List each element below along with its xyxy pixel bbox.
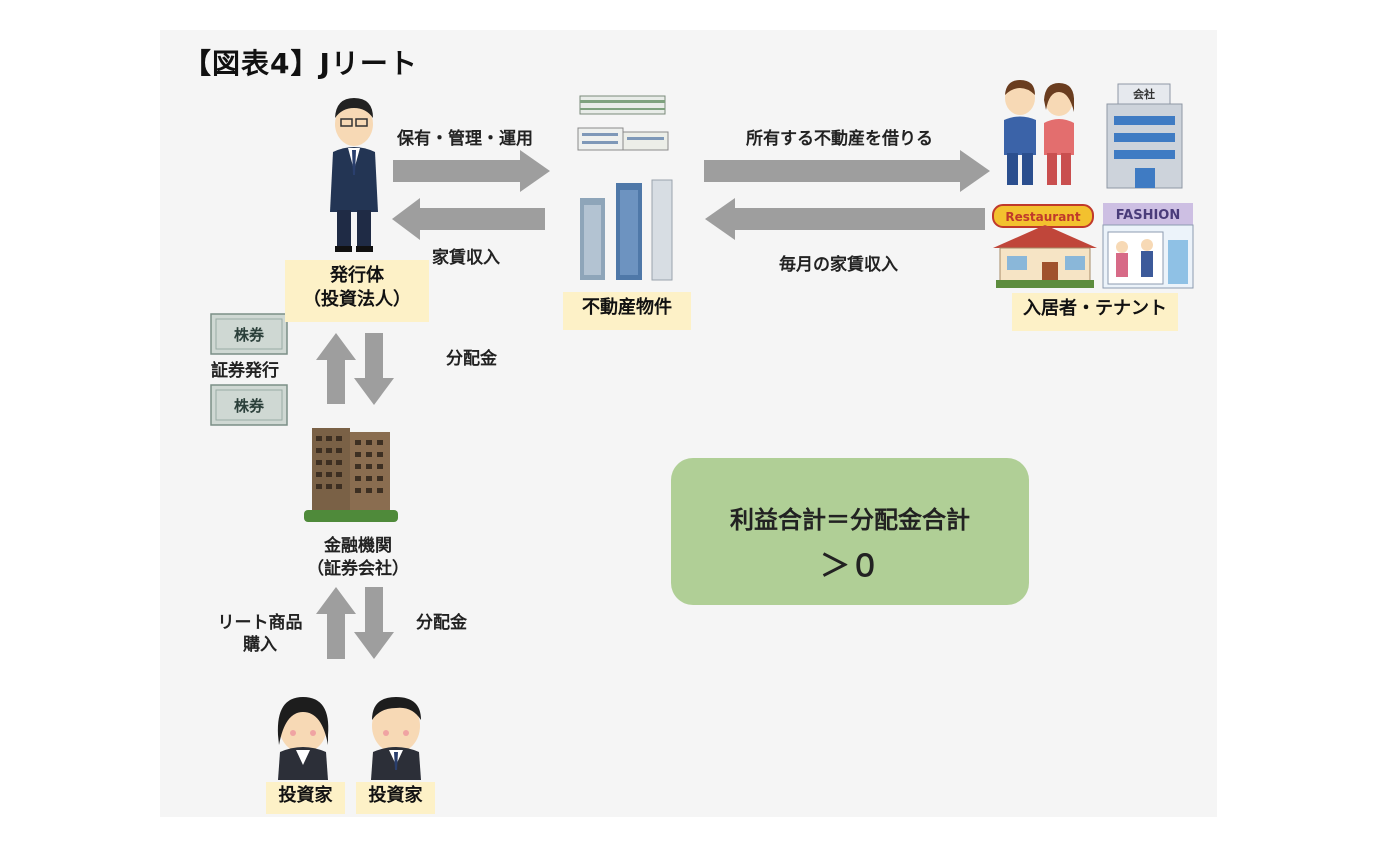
- summary-line1: 利益合計＝分配金合計: [730, 506, 970, 534]
- investor-man-icon: [371, 697, 421, 780]
- tenant-box: 入居者・テナント: [1012, 293, 1178, 331]
- arrow-up-buy: [316, 587, 356, 659]
- fashion-shop-icon: FASHION: [1102, 203, 1194, 289]
- stock-certificate-text-1: 株券: [234, 326, 265, 344]
- label-dividend-bottom: 分配金: [416, 613, 467, 633]
- label-issue: 証券発行: [211, 361, 279, 381]
- company-sign: 会社: [1133, 87, 1155, 101]
- label-dividend-top: 分配金: [446, 349, 497, 369]
- label-manage: 保有・管理・運用: [397, 129, 533, 149]
- arrow-monthly-rent: [705, 198, 985, 240]
- arrow-rent-income: [392, 198, 545, 240]
- investor-woman-icon: [277, 697, 329, 780]
- arrow-down-dividend: [354, 333, 394, 405]
- label-monthly-rent: 毎月の家賃収入: [779, 255, 898, 275]
- investor-box-1: 投資家: [266, 782, 345, 814]
- arrow-manage: [393, 150, 550, 192]
- investor-box-2: 投資家: [356, 782, 435, 814]
- fashion-sign: FASHION: [1116, 208, 1180, 223]
- property-box: 不動産物件: [563, 292, 691, 330]
- arrow-up-issue: [316, 333, 356, 404]
- stock-certificate-text-2: 株券: [234, 397, 265, 415]
- label-rent-income: 家賃収入: [432, 248, 500, 268]
- arrow-down-dividend2: [354, 587, 394, 659]
- label-borrow: 所有する不動産を借りる: [746, 129, 933, 149]
- page-title: 【図表4】Jリート: [183, 47, 418, 80]
- company-building-icon: 会社: [1106, 83, 1183, 189]
- summary-line2: ＞０: [820, 549, 880, 584]
- issuer-box: 発行体 （投資法人）: [285, 260, 429, 322]
- stock-certificate-icon-2: 株券: [210, 384, 288, 426]
- bank-building-icon: [304, 428, 398, 522]
- restaurant-sign: Restaurant: [1005, 210, 1080, 224]
- stock-certificate-icon-1: 株券: [210, 313, 288, 355]
- tenant-people-icon: [1004, 80, 1075, 185]
- arrow-borrow: [704, 150, 990, 192]
- property-buildings-icon: [577, 95, 673, 281]
- restaurant-icon: Restaurant: [992, 204, 1097, 288]
- businessman-icon: [330, 98, 378, 252]
- label-buy: リート商品 購入: [217, 613, 303, 655]
- bank-label: 金融機関 （証券会社）: [307, 536, 409, 579]
- summary-box: 利益合計＝分配金合計 ＞０: [671, 458, 1029, 605]
